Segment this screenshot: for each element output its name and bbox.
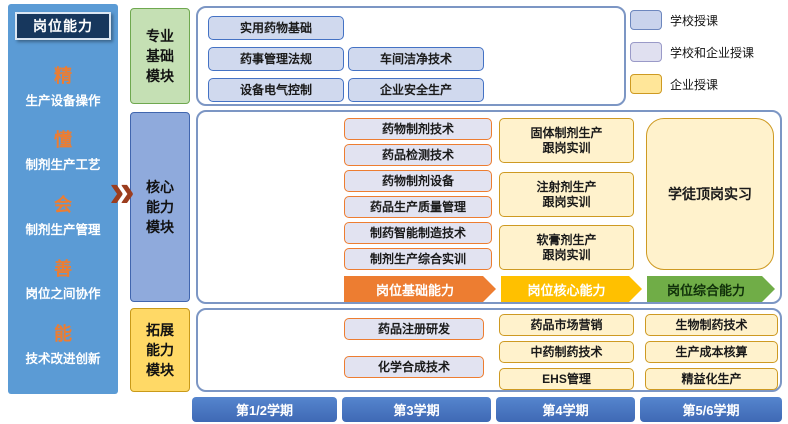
course-box: 药品注册研发 <box>344 318 484 340</box>
semester-bar: 第4学期 <box>496 397 635 422</box>
ability-keyword: 懂 <box>54 130 72 150</box>
legend-label: 学校和企业授课 <box>670 45 755 60</box>
ability-item: 懂 制剂生产工艺 <box>8 126 118 173</box>
course-box: 生产成本核算 <box>645 341 778 363</box>
module-label-foundation: 专业基础模块 <box>130 8 190 104</box>
training-line2: 跟岗实训 <box>542 140 591 155</box>
training-line2: 跟岗实训 <box>542 247 591 262</box>
semester-bar: 第1/2学期 <box>192 397 337 422</box>
page-title-text: 岗位能力 <box>33 18 93 34</box>
ability-keyword: 精 <box>54 65 72 86</box>
course-box: EHS管理 <box>499 368 634 390</box>
legend-swatch-school-enterprise <box>630 42 662 62</box>
course-box: 药物制剂技术 <box>344 118 492 140</box>
course-box: 实用药物基础 <box>208 16 344 40</box>
legend-label: 学校授课 <box>670 13 719 28</box>
course-box: 精益化生产 <box>645 368 778 390</box>
foundation-section: 实用药物基础 药事管理法规 车间洁净技术 设备电气控制 企业安全生产 <box>196 6 626 106</box>
course-box: 中药制药技术 <box>499 341 634 363</box>
expansion-section: 药品注册研发 化学合成技术 药品市场营销 中药制药技术 EHS管理 生物制药技术… <box>196 308 782 392</box>
ability-desc: 制剂生产工艺 <box>25 158 101 172</box>
capability-arrow-comprehensive: 岗位综合能力 <box>647 276 775 302</box>
ability-item: 精 生产设备操作 <box>8 62 118 109</box>
legend-item: 学校授课 <box>630 10 718 30</box>
page-title: 岗位能力 <box>15 12 111 40</box>
module-label-text: 专业基础模块 <box>146 27 174 85</box>
ability-desc: 岗位之间协作 <box>25 287 101 301</box>
training-box: 固体制剂生产 跟岗实训 <box>499 118 634 163</box>
course-box: 化学合成技术 <box>344 356 484 378</box>
course-box: 生物制药技术 <box>645 314 778 336</box>
course-box: 药事管理法规 <box>208 47 344 71</box>
module-label-text: 核心能力模块 <box>146 178 174 236</box>
training-line2: 跟岗实训 <box>542 194 591 209</box>
course-box: 药品检测技术 <box>344 144 492 166</box>
course-box: 企业安全生产 <box>348 78 484 102</box>
ability-list: 精 生产设备操作 懂 制剂生产工艺 会 制剂生产管理 善 岗位之间协作 能 技术… <box>8 40 118 394</box>
legend-label: 企业授课 <box>670 77 719 92</box>
training-line1: 固体制剂生产 <box>530 126 603 141</box>
ability-keyword: 善 <box>54 259 72 279</box>
legend-item: 学校和企业授课 <box>630 42 754 62</box>
semester-bar: 第3学期 <box>342 397 491 422</box>
course-box: 制药智能制造技术 <box>344 222 492 244</box>
training-box: 软膏剂生产 跟岗实训 <box>499 225 634 270</box>
position-ability-panel: 岗位能力 精 生产设备操作 懂 制剂生产工艺 会 制剂生产管理 善 岗位之间协作… <box>8 4 118 394</box>
training-box: 注射剂生产 跟岗实训 <box>499 172 634 217</box>
ability-keyword: 会 <box>54 194 72 215</box>
module-label-text: 拓展能力模块 <box>146 321 174 379</box>
course-box: 药物制剂设备 <box>344 170 492 192</box>
ability-item: 善 岗位之间协作 <box>8 255 118 302</box>
training-line1: 软膏剂生产 <box>536 233 597 248</box>
course-box: 设备电气控制 <box>208 78 344 102</box>
module-label-core: 核心能力模块 <box>130 112 190 302</box>
course-box: 车间洁净技术 <box>348 47 484 71</box>
legend-swatch-enterprise <box>630 74 662 94</box>
legend-swatch-school <box>630 10 662 30</box>
capability-arrow-core: 岗位核心能力 <box>501 276 642 302</box>
double-chevron-icon: » <box>109 164 135 216</box>
semester-bar: 第5/6学期 <box>640 397 782 422</box>
ability-desc: 技术改进创新 <box>25 351 101 366</box>
course-box: 药品市场营销 <box>499 314 634 336</box>
ability-item: 会 制剂生产管理 <box>8 191 118 238</box>
training-line1: 注射剂生产 <box>536 180 597 195</box>
ability-keyword: 能 <box>54 323 72 344</box>
apprenticeship-box: 学徒顶岗实习 <box>646 118 774 270</box>
course-box: 药品生产质量管理 <box>344 196 492 218</box>
course-box: 制剂生产综合实训 <box>344 248 492 270</box>
module-label-expansion: 拓展能力模块 <box>130 308 190 392</box>
ability-desc: 生产设备操作 <box>25 93 101 108</box>
ability-desc: 制剂生产管理 <box>25 222 101 237</box>
core-section: 药物制剂技术 药品检测技术 药物制剂设备 药品生产质量管理 制药智能制造技术 制… <box>196 110 782 304</box>
capability-arrow-basic: 岗位基础能力 <box>344 276 496 302</box>
legend-item: 企业授课 <box>630 74 718 94</box>
ability-item: 能 技术改进创新 <box>8 320 118 367</box>
